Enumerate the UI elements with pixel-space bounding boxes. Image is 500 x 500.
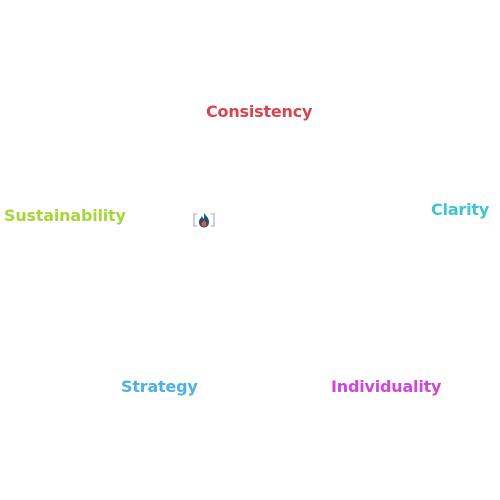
node-label-individuality: Individuality [331,377,442,396]
node-label-consistency: Consistency [206,102,313,121]
node-label-clarity: Clarity [431,200,490,219]
node-label-strategy: Strategy [121,377,198,396]
node-label-sustainability: Sustainability [4,206,126,225]
flame-logo-icon [193,213,215,228]
